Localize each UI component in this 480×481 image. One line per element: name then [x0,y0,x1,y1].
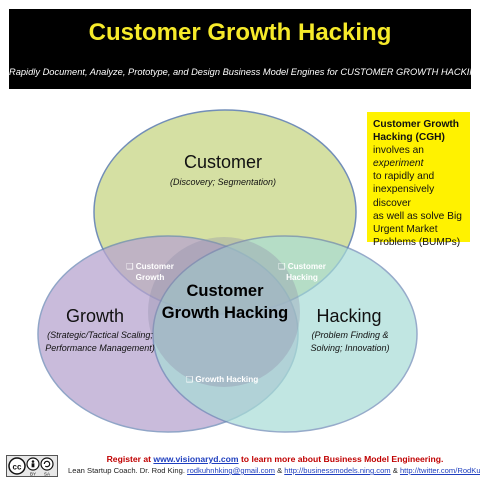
checkbox-icon: ❑ [185,375,194,384]
cgh-callout: Customer Growth Hacking (CGH) involves a… [367,112,470,248]
footer-sep-1: & [274,466,285,475]
footer-contact-line: Lean Startup Coach. Dr. Rod King. rodkuh… [68,466,480,475]
footer-contact-prefix: Lean Startup Coach. Dr. Rod King. [68,466,188,475]
footer-sep-2: & [390,466,400,475]
by-text: BY [30,472,36,477]
callout-line2: Hacking (CGH) [373,132,445,144]
cc-license-badge: cc BY SA [6,455,58,477]
overlap-gh-line1: Growth Hacking [195,375,259,384]
callout-line6: as well as solve Big [373,210,462,222]
sa-icon [40,457,54,471]
center-title-line2: Growth Hacking [161,304,289,322]
email-link[interactable]: rodkuhnhking@gmail.com [187,466,275,475]
page-title: Customer Growth Hacking [88,19,392,46]
venn-diagram [37,109,418,433]
customer-label: Customer [183,152,263,172]
footer-register-line: Register at www.visionaryd.com to learn … [80,454,470,464]
callout-line8: Problems (BUMPs) [373,236,461,248]
hacking-circle [152,235,418,433]
hacking-sublabel-2: Solving; Innovation) [310,343,390,353]
center-title-line1: Customer [186,282,264,300]
center-region [148,237,300,387]
callout-line7: Urgent Market [373,223,438,235]
callout-line3a: involves an [373,145,424,157]
header-banner: Customer Growth Hacking Rapidly Document… [9,9,480,89]
growth-label: Growth [65,306,125,326]
callout-line4: to rapidly and [373,171,435,183]
footer-register-suffix: to learn more about Business Model Engin… [238,454,444,464]
customer-sublabel: (Discovery; Segmentation) [169,177,277,187]
overlap-cg-line2: Growth [135,273,165,282]
twitter-link[interactable]: http://twitter.com/RodKuhnKing [399,466,480,475]
growth-sublabel-1: (Strategic/Tactical Scaling; [47,330,153,340]
visionaryd-link[interactable]: www.visionaryd.com [153,454,239,464]
overlap-customer-hacking: ❑ Customer Hacking [262,261,342,283]
cc-text: cc [13,463,22,472]
checkbox-icon: ❑ [126,262,134,271]
overlap-growth-hacking: ❑ Growth Hacking [172,374,272,385]
checkbox-icon: ❑ [278,262,286,271]
callout-line1: Customer Growth [373,119,460,130]
sa-text: SA [44,472,50,477]
callout-line5: inexpensively discover [373,184,435,209]
footer: cc BY SA Register at www.visionaryd.com … [0,452,480,480]
callout-line3b: experiment [373,158,424,170]
growth-sublabel-2: Performance Management) [45,343,155,353]
ning-link[interactable]: http://businessmodels.ning.com [284,466,391,475]
hacking-sublabel-1: (Problem Finding & [311,330,389,340]
overlap-customer-growth: ❑ Customer Growth [110,261,190,283]
cc-icon [8,457,26,475]
page-subtitle: Rapidly Document, Analyze, Prototype, an… [9,67,480,77]
overlap-ch-line1: Customer [287,262,326,271]
overlap-ch-line2: Hacking [286,273,318,282]
hacking-label: Hacking [316,306,382,326]
footer-register-prefix: Register at [106,454,154,464]
overlap-cg-line1: Customer [135,262,174,271]
